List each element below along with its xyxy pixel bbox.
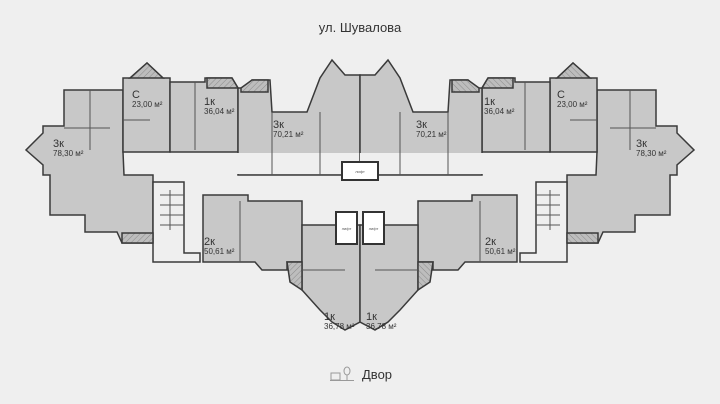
unit-2k-50-61[interactable] — [202, 194, 303, 271]
yard-label: Двор — [362, 366, 393, 382]
lift-label: лифт — [341, 226, 352, 231]
balcony — [128, 61, 165, 79]
lift — [341, 161, 379, 181]
lift-label: лифт — [368, 226, 379, 231]
yard-tree-icon — [330, 366, 354, 381]
stairwell — [152, 181, 201, 263]
balcony — [240, 79, 269, 93]
unit-3k-78[interactable] — [24, 89, 154, 244]
balcony — [206, 77, 240, 89]
lift — [362, 211, 385, 245]
balcony — [286, 261, 303, 292]
corridor — [125, 153, 360, 174]
yard-label-group: Двор — [330, 366, 392, 382]
street-label: ул. Шувалова — [318, 20, 402, 35]
lift — [335, 211, 358, 245]
balcony — [121, 232, 154, 244]
lift-label: лифт — [355, 169, 365, 174]
